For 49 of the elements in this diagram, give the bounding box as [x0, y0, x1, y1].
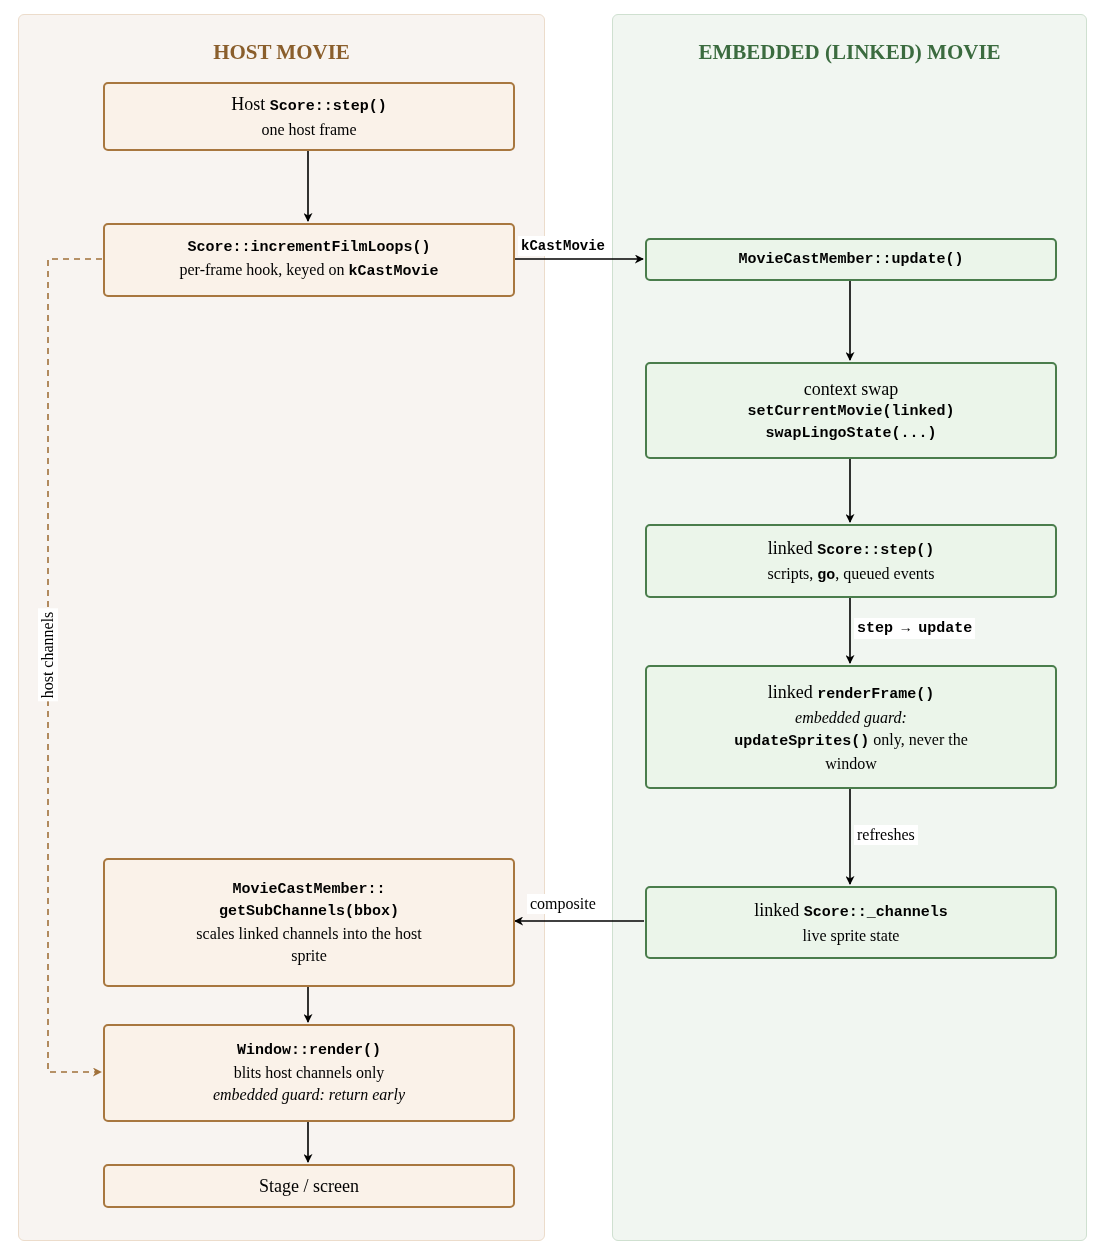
node-text: per-frame hook, keyed on kCastMovie	[179, 260, 439, 282]
arrow	[303, 1120, 313, 1163]
node-text: live sprite state	[802, 926, 900, 947]
edge-label: kCastMovie	[518, 236, 608, 256]
panel-title: EMBEDDED (LINKED) MOVIE	[698, 39, 1001, 66]
process-box	[103, 858, 515, 987]
arrow	[303, 985, 313, 1023]
node-text: scripts, go, queued events	[767, 563, 935, 586]
panel-title: HOST MOVIE	[213, 39, 350, 66]
process-box	[645, 886, 1057, 959]
node-text: embedded guard:	[795, 707, 907, 729]
arrow	[845, 457, 855, 523]
process-box	[103, 1164, 515, 1208]
process-box	[645, 362, 1057, 459]
node-text: setCurrentMovie(linked)	[747, 401, 955, 422]
node-text: MovieCastMember::update()	[738, 249, 964, 270]
process-box	[103, 223, 515, 297]
node-text: swapLingoState(...)	[765, 423, 937, 444]
arrow	[47, 258, 103, 1077]
node-text: Stage / screen	[259, 1175, 359, 1198]
node-text: MovieCastMember:: getSubChannels(bbox)	[218, 879, 400, 922]
node-text: blits host channels only	[233, 1063, 385, 1084]
edge-label: step → update	[854, 618, 976, 639]
node-text: linked Score::_channels	[754, 899, 948, 923]
node-text: linked renderFrame()	[767, 680, 935, 705]
arrow	[845, 279, 855, 361]
node-text: context swap	[803, 377, 899, 401]
process-box	[103, 82, 515, 151]
process-box	[645, 238, 1057, 281]
node-text: linked Score::step()	[767, 536, 935, 561]
edge-label: host channels	[38, 608, 58, 702]
node-text: one host frame	[261, 120, 357, 140]
node-text: Window::render()	[237, 1041, 381, 1061]
node-text: scales linked channels into the host sprite	[195, 923, 423, 967]
arrow	[845, 787, 855, 885]
process-box	[103, 1024, 515, 1122]
arrow	[514, 916, 645, 926]
process-box	[645, 665, 1057, 789]
arrow	[513, 254, 644, 264]
process-box	[645, 524, 1057, 598]
edge-label: refreshes	[854, 825, 918, 845]
node-text: Score::incrementFilmLoops()	[187, 238, 431, 258]
node-text: embedded guard: return early	[212, 1085, 406, 1106]
arrow	[845, 596, 855, 664]
node-text: updateSprites() only, never the window	[733, 729, 969, 774]
arrow	[303, 149, 313, 222]
group-panel	[612, 14, 1087, 1241]
edge-label: composite	[527, 894, 599, 914]
node-text: Host Score::step()	[231, 93, 387, 117]
